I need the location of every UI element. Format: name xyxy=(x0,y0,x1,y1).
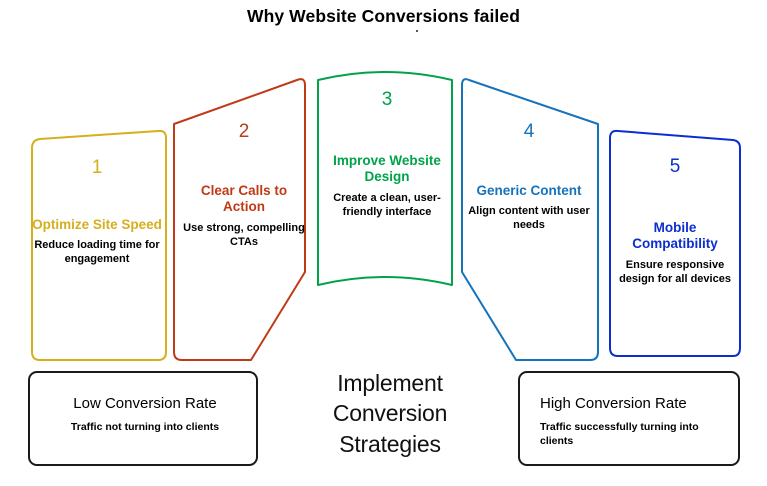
outcome-low-subtitle: Traffic not turning into clients xyxy=(70,421,220,433)
page-title: Why Website Conversions failed xyxy=(246,6,520,26)
outcome-high-inner: High Conversion Rate Traffic successfull… xyxy=(540,395,726,448)
center-caption: Implement Conversion Strategies xyxy=(332,370,448,457)
funnel-stage-3-shape[interactable] xyxy=(317,71,453,286)
funnel-stage-5-shape[interactable] xyxy=(609,129,741,357)
outcome-low-inner: Low Conversion Rate Traffic not turning … xyxy=(30,395,260,435)
outcome-box-high[interactable]: High Conversion Rate Traffic successfull… xyxy=(518,371,740,466)
outcome-low-title: Low Conversion Rate xyxy=(73,395,217,412)
title-artifact-dot xyxy=(416,30,418,32)
outcome-high-title: High Conversion Rate xyxy=(540,395,687,412)
outcome-high-subtitle: Traffic successfully turning into client… xyxy=(540,421,699,447)
funnel-stage-4-shape[interactable] xyxy=(461,78,599,361)
funnel-stage-1-shape[interactable] xyxy=(31,129,167,361)
funnel-stage-2-shape[interactable] xyxy=(173,78,306,361)
outcome-box-low[interactable]: Low Conversion Rate Traffic not turning … xyxy=(28,371,258,466)
